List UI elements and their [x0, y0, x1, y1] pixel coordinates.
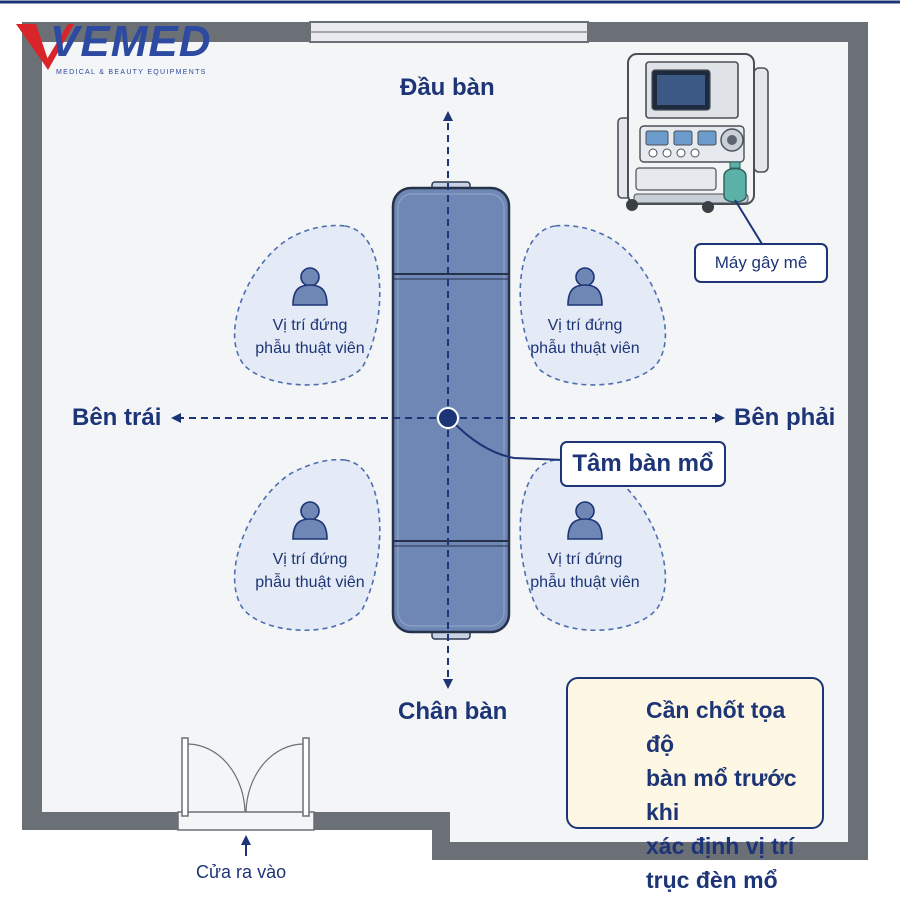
foot-direction-label: Chân bàn	[398, 698, 508, 725]
door	[177, 737, 315, 831]
right-direction-label: Bên phải	[734, 404, 836, 431]
table-center-point	[437, 407, 459, 429]
window-opening	[309, 21, 589, 43]
table-axes	[171, 111, 725, 689]
warning-note: Cần chốt tọa độ bàn mổ trước khi xác địn…	[566, 677, 824, 893]
surgeon-icon	[567, 501, 603, 540]
surgeon-position-label: Vị trí đứng phẫu thuật viên	[530, 317, 640, 357]
surgeon-icon	[567, 267, 603, 306]
door-label: Cửa ra vào	[196, 862, 287, 882]
center-leader-line	[451, 420, 565, 461]
surgeon-position-label: Vị trí đứng phẫu thuật viên	[255, 551, 365, 591]
warning-note-text: Cần chốt tọa độ bàn mổ trước khi xác địn…	[646, 697, 797, 893]
anesthesia-leader-line	[734, 199, 763, 245]
left-direction-label: Bên trái	[72, 404, 162, 431]
surgeon-zone-bottom-left	[233, 458, 381, 632]
logo-tagline: MEDICAL & BEAUTY EQUIPMENTS	[56, 69, 207, 76]
anesthesia-machine-callout: Máy gây mê	[694, 243, 828, 283]
surgeon-icon	[292, 501, 328, 540]
table-center-callout: Tâm bàn mổ	[560, 441, 726, 487]
head-direction-label: Đầu bàn	[400, 74, 495, 101]
surgeon-position-label: Vị trí đứng phẫu thuật viên	[255, 317, 365, 357]
vemed-logo: VEMED MEDICAL & BEAUTY EQUIPMENTS	[14, 18, 214, 80]
surgeon-position-label: Vị trí đứng phẫu thuật viên	[530, 551, 640, 591]
anesthesia-machine-icon	[617, 53, 769, 213]
logo-mark-icon	[16, 24, 74, 70]
logo-brand: VEMED	[50, 17, 212, 66]
surgeon-icon	[292, 267, 328, 306]
room-walls	[22, 22, 868, 860]
